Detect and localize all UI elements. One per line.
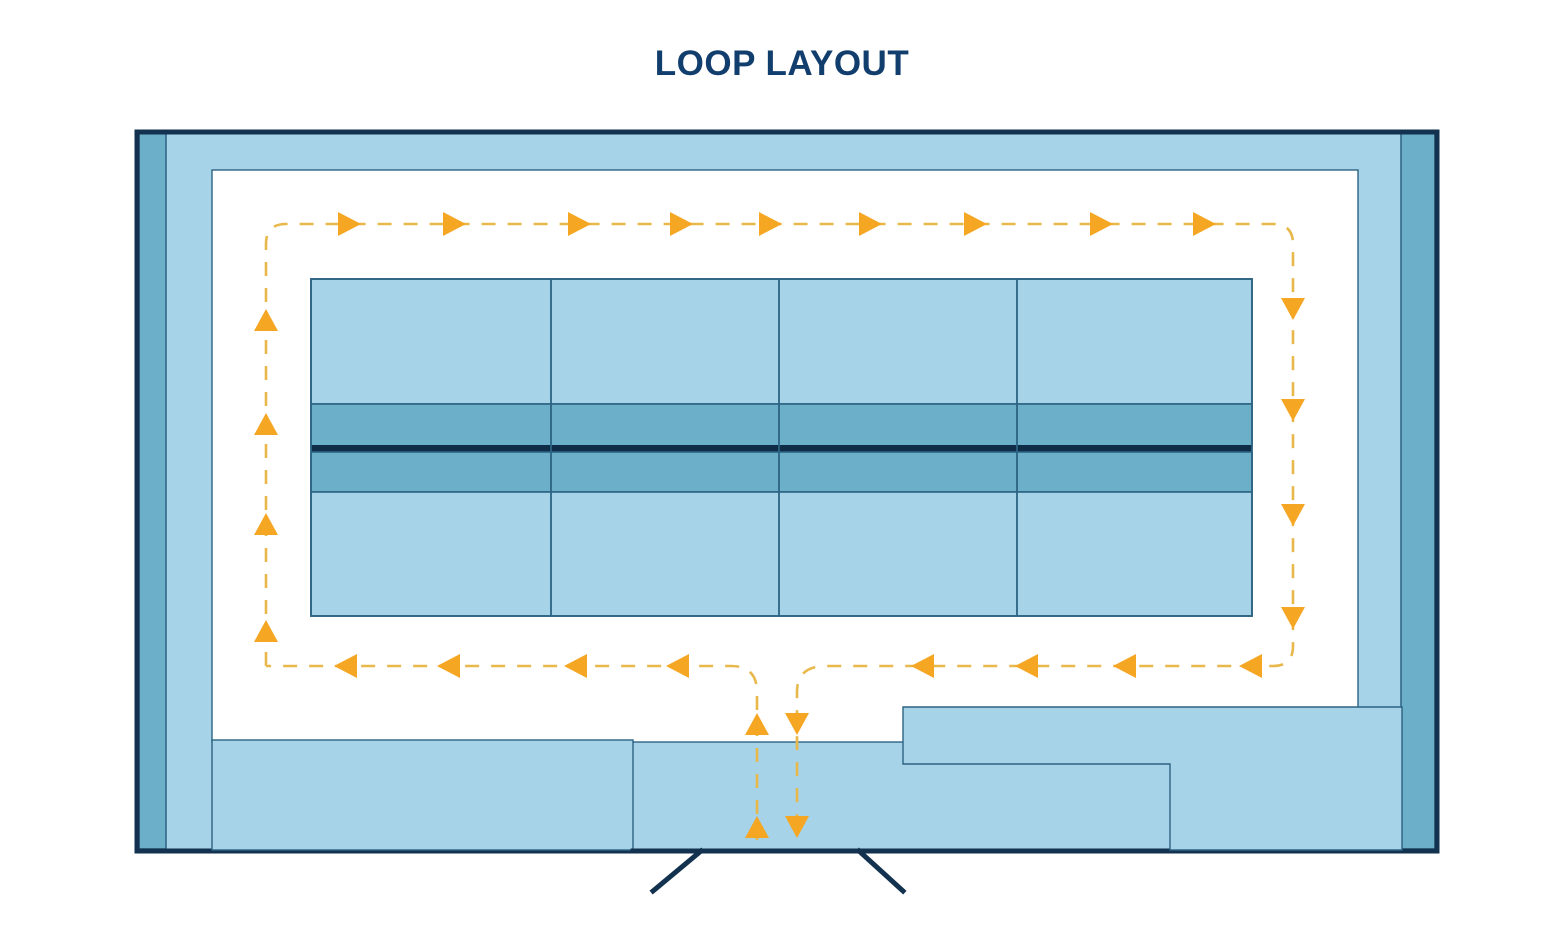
arrow-down-icon [1281, 504, 1305, 526]
loop-path-entry [266, 664, 759, 840]
arrow-right-icon [568, 212, 591, 236]
arrow-left-icon [1239, 654, 1262, 678]
arrow-left-icon [1113, 654, 1136, 678]
bottom-right-counter-L-block [902, 706, 1403, 851]
arrow-right-icon [1193, 212, 1216, 236]
arrow-right-icon [1090, 212, 1113, 236]
center-divider-line [311, 445, 1252, 452]
arrow-down-icon [1281, 298, 1305, 320]
arrow-right-icon [964, 212, 987, 236]
arrow-up-icon [254, 513, 278, 535]
flow-arrows-top-rightward [338, 212, 1216, 236]
arrow-left-icon [666, 654, 689, 678]
arrow-left-icon [564, 654, 587, 678]
arrow-right-icon [670, 212, 693, 236]
central-gondola-shelving [310, 278, 1253, 617]
arrow-up-icon [254, 413, 278, 435]
arrow-left-icon [1015, 654, 1038, 678]
arrow-down-icon [785, 713, 809, 735]
arrow-up-icon [745, 713, 769, 735]
center-top-shelf-band [310, 278, 1253, 405]
arrow-down-icon [785, 816, 809, 838]
left-wall-shelf-strip [138, 132, 167, 850]
arrow-up-icon [254, 620, 278, 642]
center-lower-aisle-band [310, 451, 1253, 493]
outer-wall [134, 129, 1440, 854]
flow-arrows-bottom-leftward [334, 654, 1262, 678]
arrow-up-icon [745, 816, 769, 838]
arrow-down-icon [1281, 607, 1305, 629]
arrow-up-icon [254, 309, 278, 331]
bottom-right-checkout-counter [902, 706, 1403, 851]
loop-path-outer [264, 222, 1295, 840]
flow-arrows-left-upward [254, 309, 278, 642]
page-title: LOOP LAYOUT [654, 44, 910, 83]
flow-arrows-entry-corridor [745, 713, 809, 838]
center-block-outline [310, 278, 1253, 617]
flow-arrows-right-downward [1281, 298, 1305, 629]
arrow-down-icon [1281, 399, 1305, 421]
customer-traffic-loop-path [264, 222, 1295, 840]
center-upper-aisle-band [310, 403, 1253, 447]
arrow-left-icon [437, 654, 460, 678]
arrow-left-icon [334, 654, 357, 678]
bottom-left-checkout-counter [211, 739, 634, 851]
entrance-door-left-swing [649, 847, 705, 895]
arrow-right-icon [859, 212, 882, 236]
center-bottom-shelf-band [310, 491, 1253, 617]
entrance-door-right-swing [855, 847, 907, 895]
arrow-right-icon [443, 212, 466, 236]
arrow-right-icon [759, 212, 782, 236]
bottom-left-counter-block [211, 739, 634, 851]
entrance-doors [630, 847, 1003, 895]
arrow-left-icon [911, 654, 934, 678]
right-wall-shelf-strip [1400, 132, 1436, 850]
arrow-right-icon [338, 212, 361, 236]
